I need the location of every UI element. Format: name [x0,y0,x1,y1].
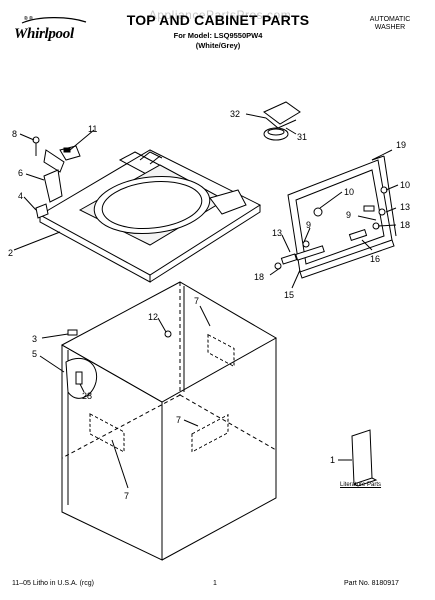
callout-19: 19 [396,140,406,150]
callout-labels: 8 11 6 4 2 32 31 19 10 10 9 13 18 9 13 1… [8,109,410,501]
logo-swoosh-icon [21,17,87,24]
whirlpool-logo: ® ® Whirlpool [8,14,98,48]
product-type-line2: WASHER [374,24,406,31]
footer-litho: 11–05 Litho in U.S.A. (rcg) [12,580,94,587]
callout-31: 31 [297,132,307,142]
color-line: (White/Grey) [195,41,241,50]
callout-9-right: 9 [346,210,351,220]
logo-small-text: ® ® [24,16,33,22]
callout-15: 15 [284,290,294,300]
model-line: For Model: LSQ9550PW4 [173,31,263,40]
callout-7-mid: 7 [176,415,181,425]
callout-18-left: 18 [254,272,264,282]
logo-wordmark: Whirlpool [14,26,74,42]
footer-page-number: 1 [213,580,217,587]
callout-18-right: 18 [400,220,410,230]
literature-parts-booklet [338,429,378,487]
callout-8: 8 [12,129,17,139]
cap-and-plug [263,101,301,141]
callout-10-left: 10 [344,187,354,197]
literature-caption: Literature Parts [340,482,382,488]
callout-7-bottom: 7 [124,491,129,501]
callout-2: 2 [8,248,13,258]
callout-13-right: 13 [400,202,410,212]
footer-part-number: Part No. 8180917 [344,580,399,587]
callout-32: 32 [230,109,240,119]
callout-7-top: 7 [194,296,199,306]
washer-cabinet [60,281,278,561]
callout-28: 28 [82,391,92,401]
callout-3: 3 [32,334,37,344]
callout-13-left: 13 [272,228,282,238]
callout-9-left: 9 [306,220,311,230]
callout-4: 4 [18,191,23,201]
callout-1: 1 [330,455,335,465]
callout-6: 6 [18,168,23,178]
callout-5: 5 [32,349,37,359]
callout-12: 12 [148,312,158,322]
hinge-assembly [32,136,81,219]
callout-16: 16 [370,254,380,264]
product-type-line1: AUTOMATIC [369,16,411,23]
watermark: AppliancePartsPros.com [148,8,292,22]
washer-top-panel [38,149,262,283]
callout-11: 11 [88,124,97,134]
callout-10-right: 10 [400,180,410,190]
page-title: TOP AND CABINET PARTS [126,12,310,28]
lid-hinge-parts [274,186,388,270]
